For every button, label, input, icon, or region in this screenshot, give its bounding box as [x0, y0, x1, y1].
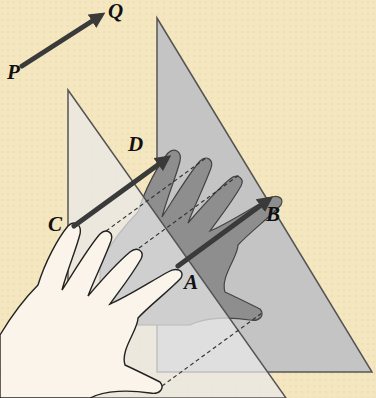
- point-label: B: [266, 204, 280, 225]
- point-label: P: [7, 62, 20, 83]
- point-label: D: [128, 134, 143, 155]
- vector-arrows: [22, 16, 268, 266]
- point-label: Q: [108, 1, 123, 22]
- point-label: A: [184, 272, 198, 293]
- hand: [0, 223, 182, 398]
- point-label: C: [48, 214, 62, 235]
